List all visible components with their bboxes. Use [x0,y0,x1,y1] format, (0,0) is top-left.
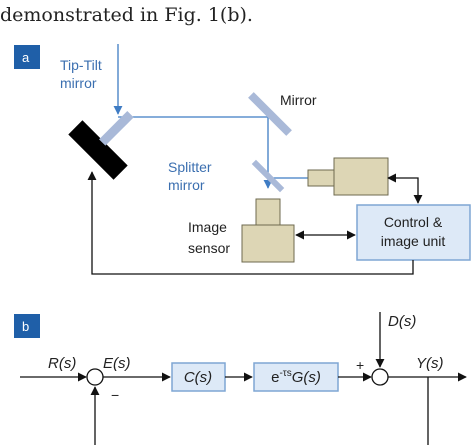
splitter-label-line1: Splitter [168,159,212,175]
splitter-label-line2: mirror [168,177,205,193]
sensor-lens [255,198,281,226]
output-label: Y(s) [416,355,444,372]
tip-tilt-label-line1: Tip-Tilt [60,57,102,73]
plant-block [253,362,339,392]
camera-body [333,157,389,196]
summing-junction-2 [371,368,389,386]
panel-b-badge-label: b [22,319,29,334]
control-unit-label-line2: image unit [381,233,446,249]
sensor-body [241,224,295,263]
image-sensor-label-line1: Image [188,219,227,235]
controller-block [171,362,226,392]
feedback-to-tip-tilt [87,171,414,275]
camera-control-link [387,173,423,204]
control-image-unit-box [356,204,471,261]
control-unit-label-line1: Control & [384,214,443,230]
input-label: R(s) [48,355,76,372]
disturbance-label: D(s) [388,313,416,330]
panel-a-badge [14,45,40,69]
panel-a-badge-label: a [22,50,30,65]
mirror-label: Mirror [280,92,317,108]
plant-label: e-τsG(s) [271,368,321,386]
tip-tilt-mirror [99,111,134,146]
controller-label: C(s) [184,369,212,386]
tip-tilt-label-line2: mirror [60,75,97,91]
tip-tilt-actuator [68,120,128,180]
camera-lens [307,169,335,187]
minus-sign: − [111,387,119,403]
caption-fragment: demonstrated in Fig. 1(b). [0,4,253,26]
plus-sign: + [356,357,364,373]
splitter-mirror [251,159,285,193]
summing-junction-1 [86,368,104,386]
error-label: E(s) [103,355,131,372]
fold-mirror [248,92,292,136]
image-sensor-label-line2: sensor [188,240,230,256]
panel-b-badge [14,314,40,338]
